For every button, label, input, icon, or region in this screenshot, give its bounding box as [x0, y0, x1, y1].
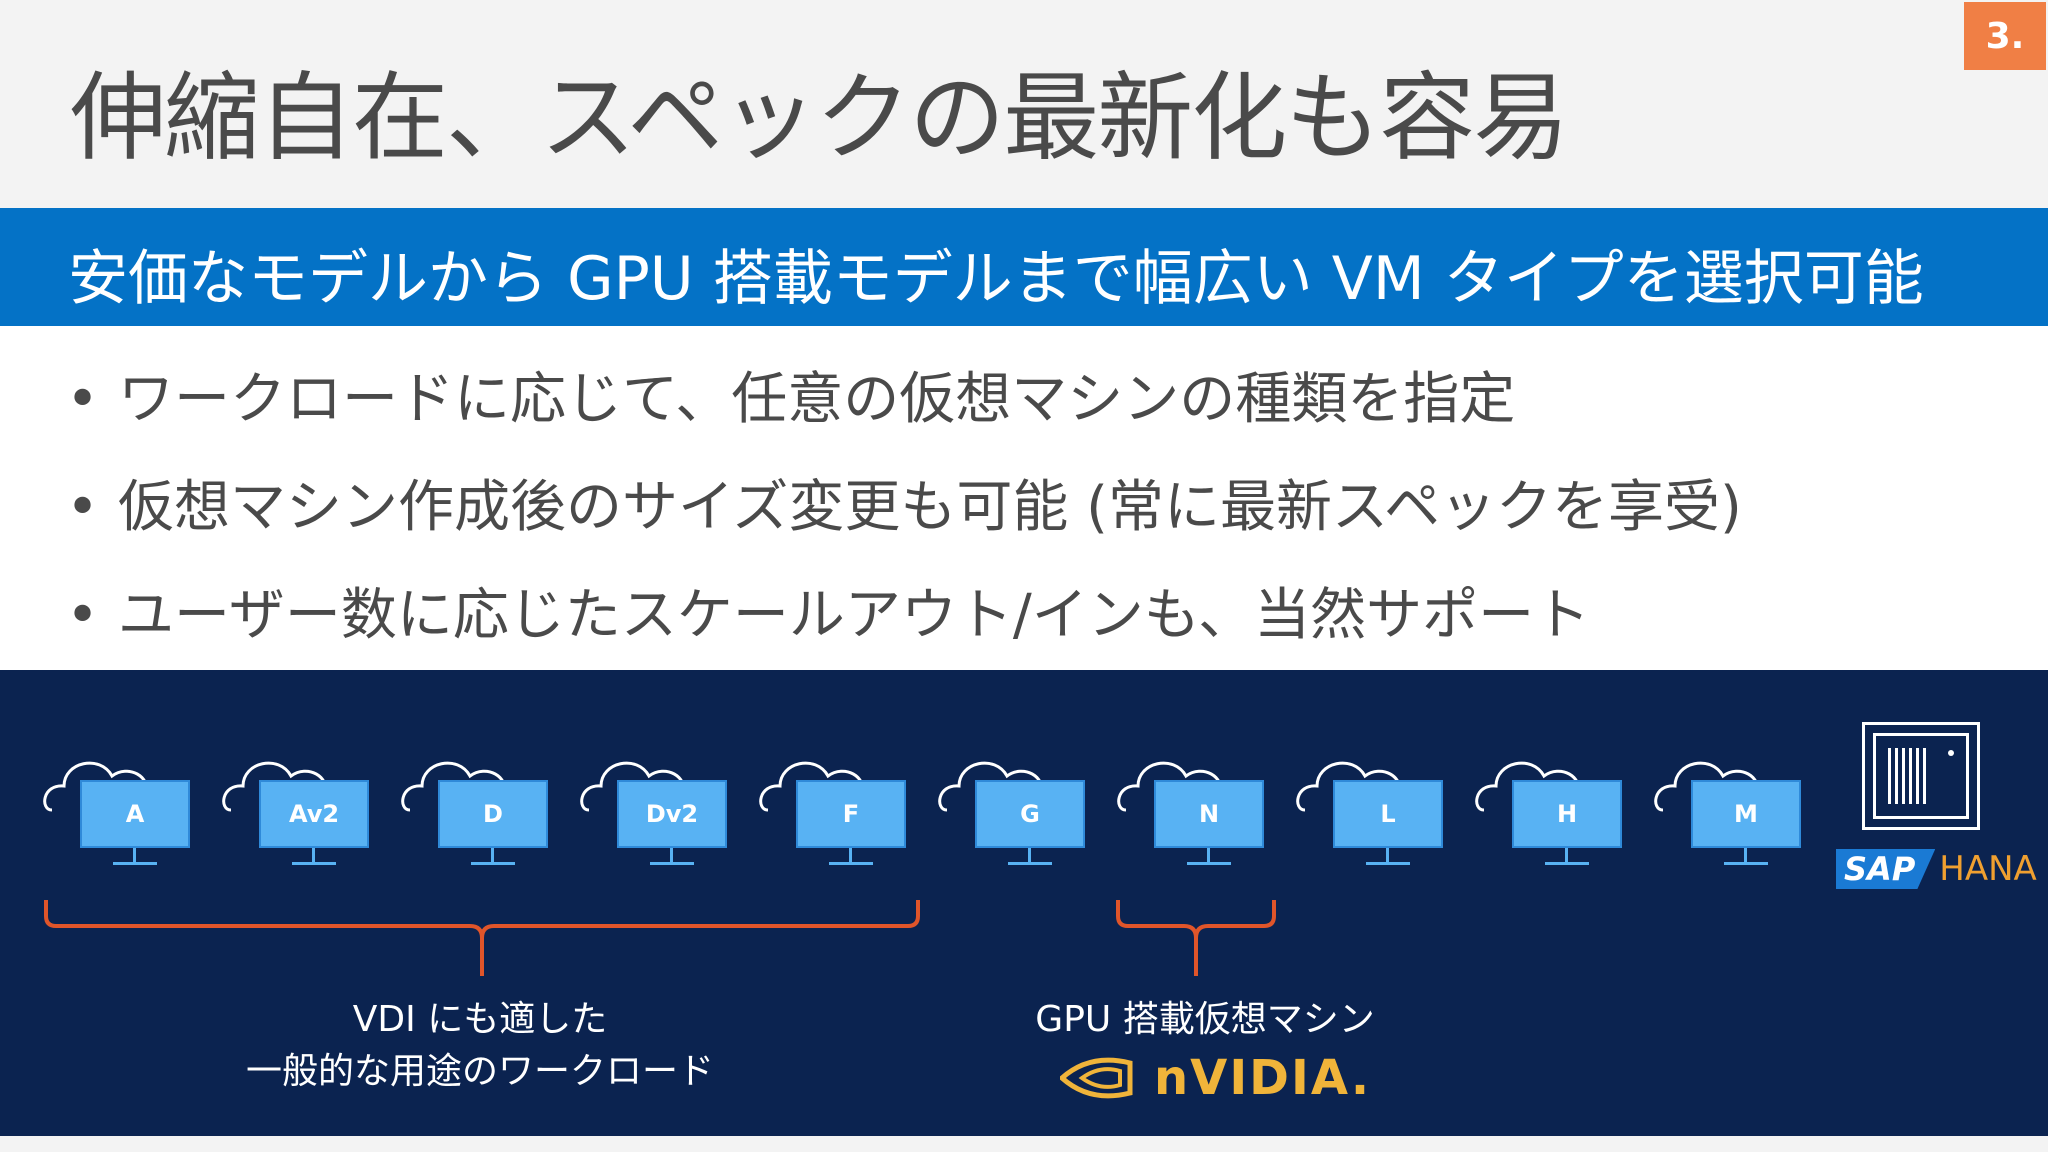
monitor-icon: L	[1333, 780, 1443, 848]
nvidia-wordmark: nVIDIA.	[1154, 1050, 1372, 1106]
nvidia-logo: nVIDIA.	[1060, 1050, 1371, 1106]
footer-strip	[0, 1136, 2048, 1152]
cloud-icon	[1296, 761, 1402, 812]
banner-text: 安価なモデルから GPU 搭載モデルまで幅広い VM タイプを選択可能	[68, 244, 1924, 314]
vm-types-panel	[0, 670, 2048, 1136]
slide-title: 伸縮自在、スペックの最新化も容易	[70, 62, 1569, 174]
monitor-stand	[312, 848, 315, 862]
cloud-icon	[759, 761, 865, 812]
monitor-base	[1724, 862, 1768, 865]
monitor-icon: Av2	[259, 780, 369, 848]
vm-type-h-icon: H	[1472, 740, 1632, 870]
hana-logo-text: HANA	[1939, 849, 2037, 889]
page-number-badge: 3.	[1964, 2, 2046, 70]
sap-hana-logo: SAP HANA	[1836, 848, 2037, 890]
monitor-icon: D	[438, 780, 548, 848]
monitor-stand	[1028, 848, 1031, 862]
monitor-icon: Dv2	[617, 780, 727, 848]
monitor-base	[650, 862, 694, 865]
bullet-item: • ワークロードに応じて、任意の仮想マシンの種類を指定	[66, 354, 1515, 435]
monitor-stand	[1386, 848, 1389, 862]
gpu-brace	[1116, 900, 1276, 976]
monitor-icon: H	[1512, 780, 1622, 848]
vm-type-f-icon: F	[756, 740, 916, 870]
monitor-base	[1187, 862, 1231, 865]
vm-type-l-icon: L	[1293, 740, 1453, 870]
cloud-icon	[43, 761, 149, 812]
cloud-icon	[580, 761, 686, 812]
monitor-stand	[1565, 848, 1568, 862]
monitor-icon: N	[1154, 780, 1264, 848]
general-purpose-label-line2: 一般的な用途のワークロード	[245, 1051, 714, 1092]
cloud-icon	[401, 761, 507, 812]
general-purpose-label: VDI にも適した 一般的な用途のワークロード	[230, 990, 730, 1094]
monitor-icon: G	[975, 780, 1085, 848]
monitor-stand	[491, 848, 494, 862]
vm-type-av2-icon: Av2	[219, 740, 379, 870]
vm-type-n-icon: N	[1114, 740, 1274, 870]
monitor-stand	[670, 848, 673, 862]
bullet-text: ワークロードに応じて、任意の仮想マシンの種類を指定	[118, 367, 1516, 432]
server-icon	[1862, 722, 1980, 830]
server-frame	[1873, 733, 1969, 819]
monitor-base	[829, 862, 873, 865]
general-purpose-brace	[44, 900, 920, 976]
monitor-icon: M	[1691, 780, 1801, 848]
group-braces	[44, 900, 1276, 976]
vm-type-g-icon: G	[935, 740, 1095, 870]
bullet-text: 仮想マシン作成後のサイズ変更も可能 (常に最新スペックを享受)	[118, 475, 1742, 540]
vm-type-d-icon: D	[398, 740, 558, 870]
monitor-base	[113, 862, 157, 865]
bullet-text: ユーザー数に応じたスケールアウト/インも、当然サポート	[118, 583, 1591, 648]
nvidia-eye-icon	[1060, 1057, 1133, 1099]
cloud-icon	[1475, 761, 1581, 812]
monitor-base	[1545, 862, 1589, 865]
monitor-stand	[849, 848, 852, 862]
gpu-vm-label: GPU 搭載仮想マシン	[1035, 999, 1375, 1040]
monitor-stand	[133, 848, 136, 862]
vm-type-m-icon: M	[1651, 740, 1811, 870]
general-purpose-label-line1: VDI にも適した	[352, 999, 608, 1040]
bullet-item: • ユーザー数に応じたスケールアウト/インも、当然サポート	[66, 570, 1590, 651]
bullet-dot: •	[66, 367, 100, 432]
banner: 安価なモデルから GPU 搭載モデルまで幅広い VM タイプを選択可能	[0, 208, 2048, 326]
cloud-icon	[1654, 761, 1760, 812]
server-vents	[1888, 748, 1928, 804]
monitor-icon: A	[80, 780, 190, 848]
monitor-base	[1008, 862, 1052, 865]
monitor-icon: F	[796, 780, 906, 848]
monitor-stand	[1207, 848, 1210, 862]
bullet-dot: •	[66, 583, 100, 648]
cloud-icon	[222, 761, 328, 812]
monitor-base	[1366, 862, 1410, 865]
sap-logo-text: SAP	[1836, 849, 1936, 889]
bullet-dot: •	[66, 475, 100, 540]
bullet-area	[0, 326, 2048, 670]
vm-type-dv2-icon: Dv2	[577, 740, 737, 870]
server-led	[1948, 750, 1954, 756]
vm-type-a-icon: A	[40, 740, 200, 870]
cloud-icon	[1117, 761, 1223, 812]
cloud-icon	[938, 761, 1044, 812]
bullet-item: • 仮想マシン作成後のサイズ変更も可能 (常に最新スペックを享受)	[66, 462, 1742, 543]
monitor-stand	[1744, 848, 1747, 862]
monitor-base	[471, 862, 515, 865]
monitor-base	[292, 862, 336, 865]
